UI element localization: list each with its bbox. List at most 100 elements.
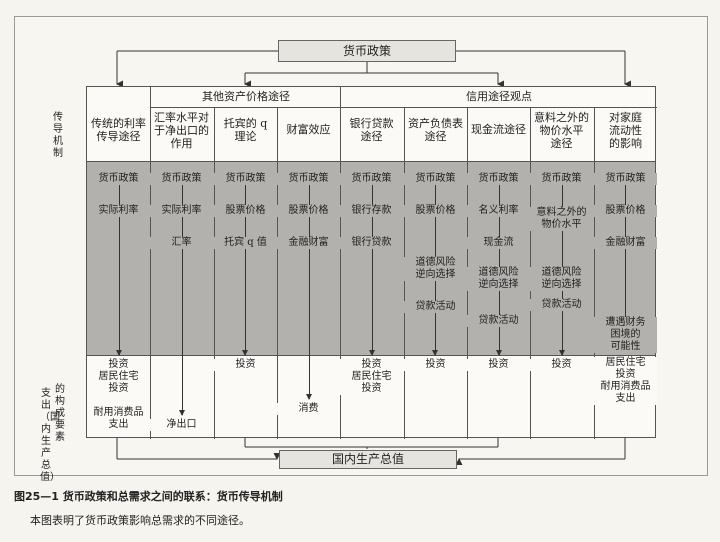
- column-header-line: 流动性: [609, 124, 642, 137]
- transmission-arrow: [306, 185, 312, 400]
- chain-step: 托宾 q 值: [214, 237, 277, 249]
- column-divider: [150, 87, 151, 439]
- chain-step: 贷款活动: [467, 315, 530, 327]
- outcome-text: 居民住宅: [594, 357, 657, 369]
- column-header-line: 资产负债表: [408, 117, 463, 130]
- outcome-text: 支出: [87, 419, 150, 431]
- column-header-line: 作用: [170, 137, 193, 150]
- outcome-text: 消费: [277, 403, 340, 415]
- column-header-line: 传统的利率: [91, 117, 146, 130]
- gdp-box: 国内生产总值: [279, 450, 457, 469]
- chain-step: 道德风险: [467, 267, 530, 279]
- column-header-line: 银行贷款: [349, 117, 394, 130]
- column-divider: [594, 107, 595, 439]
- transmission-arrow: [242, 185, 248, 356]
- outcome-text: 投资: [530, 359, 593, 371]
- figure-caption-note: 本图表明了货币政策影响总需求的不同途径。: [30, 514, 250, 527]
- column-divider: [277, 107, 278, 439]
- outcome-text: 投资: [594, 369, 657, 381]
- chain-step: 道德风险: [530, 267, 593, 279]
- expenditure-label-line1: 支出（国内生产总值）: [40, 388, 60, 483]
- outcome-text: 投资: [340, 359, 403, 371]
- chain-step: 银行贷款: [340, 237, 403, 249]
- column-header-line: 理论: [234, 130, 257, 143]
- chain-step: 货币政策: [594, 173, 657, 185]
- chain-step: 股票价格: [404, 205, 467, 217]
- outcome-text: 投资: [87, 383, 150, 395]
- column-header: 对家庭流动性的影响: [594, 111, 657, 150]
- transmission-arrow: [116, 185, 122, 356]
- outcome-text: 净出口: [150, 419, 213, 431]
- column-header: 意料之外的物价水平途径: [530, 111, 593, 150]
- outcome-text: 投资: [467, 359, 530, 371]
- chain-step: 银行存款: [340, 205, 403, 217]
- chain-step: 物价水平: [530, 219, 593, 231]
- chain-step: 实际利率: [150, 205, 213, 217]
- column-header-line: 的影响: [609, 137, 642, 150]
- chain-step: 金融财富: [277, 237, 340, 249]
- outcome-text: 投资: [214, 359, 277, 371]
- outcome-text: 投资: [87, 359, 150, 371]
- chain-step: 货币政策: [150, 173, 213, 185]
- column-divider: [214, 107, 215, 439]
- column-header: 资产负债表途径: [404, 117, 467, 143]
- chain-step: 可能性: [594, 341, 657, 353]
- column-header: 现金流途径: [467, 123, 530, 136]
- chain-step: 货币政策: [87, 173, 150, 185]
- column-header-line: 托宾的 q: [223, 117, 268, 130]
- chain-step: 汇率: [150, 237, 213, 249]
- group-title-credit: 信用途径观点: [466, 90, 532, 103]
- chain-step: 困境的: [594, 329, 657, 341]
- header-divider: [87, 161, 655, 162]
- chain-step: 逆向选择: [467, 279, 530, 291]
- column-header: 汇率水平对于净出口的作用: [150, 111, 213, 150]
- group-title-divider: [150, 107, 657, 108]
- column-header: 财富效应: [277, 123, 340, 136]
- outcome-text: 居民住宅: [340, 371, 403, 383]
- column-header: 银行贷款途径: [340, 117, 403, 143]
- column-header-line: 意料之外的: [534, 111, 589, 124]
- column-header-line: 汇率水平对: [154, 111, 209, 124]
- chain-step: 贷款活动: [404, 301, 467, 313]
- shaded-mechanism-band: [87, 161, 655, 355]
- figure-caption-title: 图25—1 货币政策和总需求之间的联系：货币传导机制: [14, 490, 283, 503]
- chain-step: 逆向选择: [404, 269, 467, 281]
- chain-step: 遭遇财务: [594, 317, 657, 329]
- column-header-line: 财富效应: [286, 123, 331, 136]
- mechanism-label: 传导机制: [53, 112, 63, 159]
- column-header-line: 于净出口的: [154, 124, 209, 137]
- chain-step: 金融财富: [594, 237, 657, 249]
- outcome-text: 投资: [340, 383, 403, 395]
- chain-step: 逆向选择: [530, 279, 593, 291]
- outcome-text: 投资: [404, 359, 467, 371]
- transmission-grid: 其他资产价格途径 信用途径观点 传统的利率传导途径货币政策实际利率投资居民住宅投…: [86, 86, 657, 439]
- column-header: 传统的利率传导途径: [87, 117, 150, 143]
- chain-step: 货币政策: [530, 173, 593, 185]
- chain-step: 股票价格: [214, 205, 277, 217]
- chain-step: 实际利率: [87, 205, 150, 217]
- group-title-other-asset: 其他资产价格途径: [202, 90, 290, 103]
- column-divider: [340, 87, 341, 439]
- chain-step: 股票价格: [594, 205, 657, 217]
- chain-step: 货币政策: [277, 173, 340, 185]
- outcome-text: 居民住宅: [87, 371, 150, 383]
- column-header-line: 途径: [424, 130, 447, 143]
- chain-step: 现金流: [467, 237, 530, 249]
- transmission-arrow: [179, 185, 185, 416]
- chain-step: 货币政策: [214, 173, 277, 185]
- column-header-line: 对家庭: [609, 111, 642, 124]
- chain-step: 名义利率: [467, 205, 530, 217]
- chain-step: 贷款活动: [530, 299, 593, 311]
- column-header-line: 途径: [360, 130, 383, 143]
- column-header-line: 现金流途径: [471, 123, 526, 136]
- chain-step: 意料之外的: [530, 207, 593, 219]
- column-header-line: 物价水平: [539, 124, 584, 137]
- chain-step: 货币政策: [340, 173, 403, 185]
- outcome-text: 耐用消费品: [594, 381, 657, 393]
- column-header-line: 途径: [550, 137, 573, 150]
- chain-step: 货币政策: [404, 173, 467, 185]
- expenditure-label-line2: 的构成要素: [55, 384, 65, 443]
- transmission-arrow: [369, 185, 375, 356]
